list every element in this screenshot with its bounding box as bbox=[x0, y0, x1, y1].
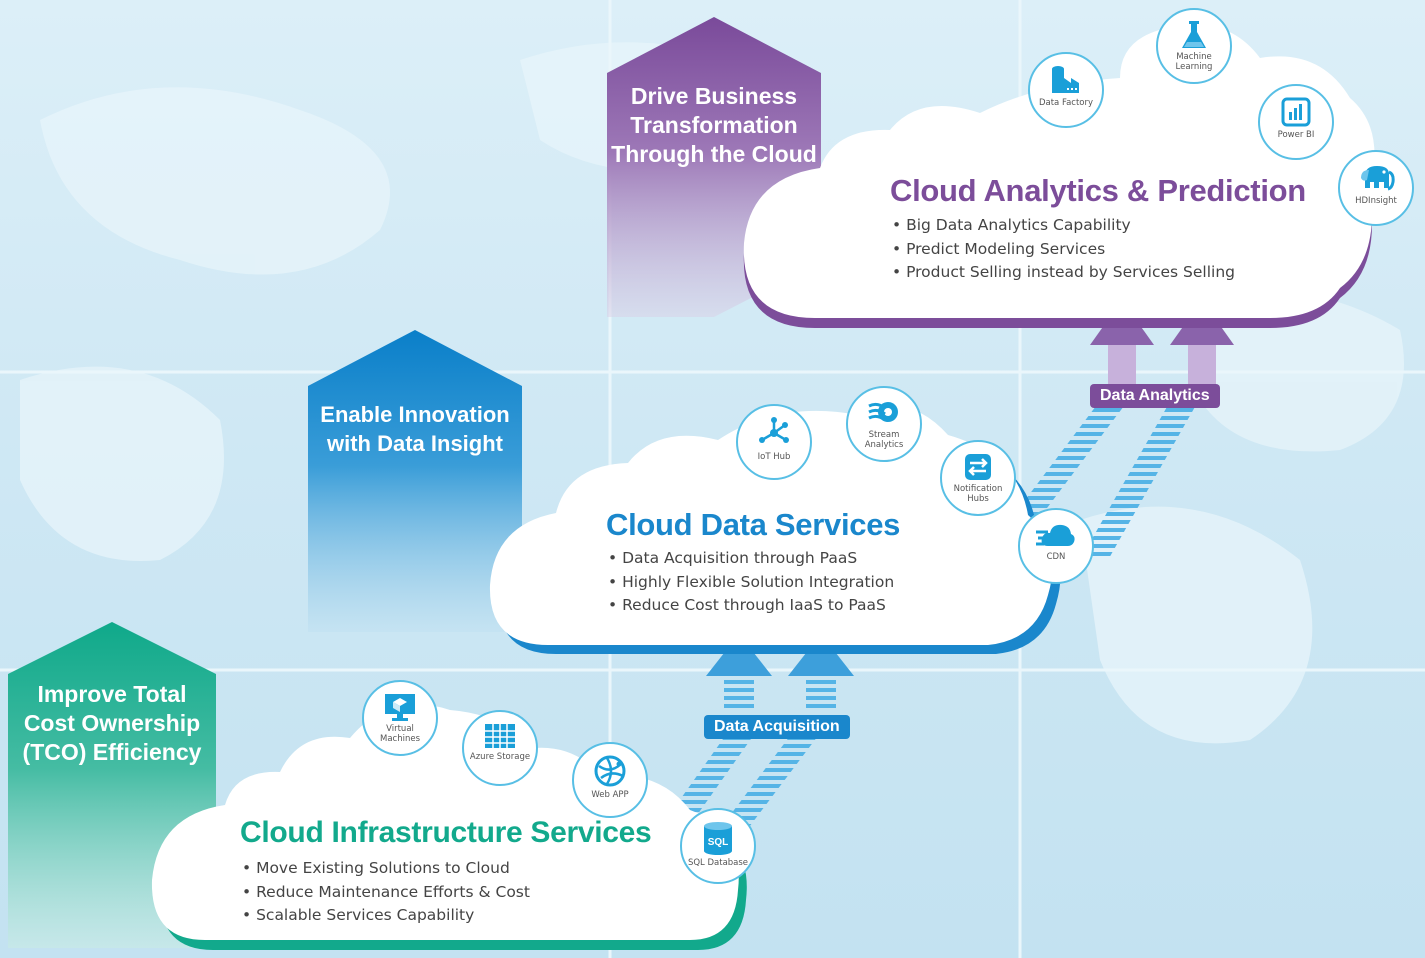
service-iot-hub[interactable]: IoT Hub bbox=[736, 404, 812, 480]
bullet-item: Reduce Maintenance Efforts & Cost bbox=[242, 881, 530, 905]
banner-innovation: Enable Innovation with Data Insight bbox=[308, 330, 522, 632]
service-azure-storage[interactable]: Azure Storage bbox=[462, 710, 538, 786]
service-sql-database[interactable]: SQL SQL Database bbox=[680, 808, 756, 884]
cdn-cloud-icon bbox=[1036, 524, 1075, 546]
notification-hubs-icon bbox=[965, 454, 991, 480]
service-label: Power BI bbox=[1277, 130, 1315, 140]
cloud-analytics-bullets: Big Data Analytics Capability Predict Mo… bbox=[892, 214, 1235, 285]
service-stream-analytics[interactable]: Stream Analytics bbox=[846, 386, 922, 462]
cloud-data: Cloud Data Services Data Acquisition thr… bbox=[488, 395, 1068, 660]
banner-tco-text: Improve Total Cost Ownership (TCO) Effic… bbox=[22, 681, 202, 765]
service-label: Data Factory bbox=[1038, 98, 1094, 108]
sql-database-icon: SQL bbox=[704, 822, 732, 855]
service-cdn[interactable]: CDN bbox=[1018, 508, 1094, 584]
cloud-infrastructure-title: Cloud Infrastructure Services bbox=[240, 816, 652, 849]
service-power-bi[interactable]: Power BI bbox=[1258, 84, 1334, 160]
stream-analytics-gear-icon bbox=[868, 402, 898, 422]
cloud-infrastructure: Cloud Infrastructure Services Move Exist… bbox=[150, 690, 750, 952]
virtual-machine-icon bbox=[385, 694, 415, 721]
data-acquisition-tag: Data Acquisition bbox=[704, 715, 850, 739]
bullet-item: Reduce Cost through IaaS to PaaS bbox=[608, 594, 894, 618]
storage-table-icon bbox=[485, 724, 515, 748]
iot-hub-icon bbox=[759, 417, 789, 443]
service-data-factory[interactable]: Data Factory bbox=[1028, 52, 1104, 128]
bullet-item: Data Acquisition through PaaS bbox=[608, 547, 894, 571]
data-factory-icon bbox=[1052, 66, 1079, 93]
service-web-app[interactable]: Web APP bbox=[572, 742, 648, 818]
cloud-analytics: Cloud Analytics & Prediction Big Data An… bbox=[740, 18, 1380, 330]
bullet-item: Move Existing Solutions to Cloud bbox=[242, 857, 530, 881]
banner-innovation-shape bbox=[308, 330, 522, 632]
service-label: Virtual Machines bbox=[379, 724, 420, 744]
hdinsight-elephant-icon bbox=[1361, 166, 1395, 191]
cloud-data-title: Cloud Data Services bbox=[606, 507, 901, 542]
data-analytics-tag: Data Analytics bbox=[1090, 384, 1220, 408]
service-label: Notification Hubs bbox=[953, 484, 1003, 504]
service-label: Machine Learning bbox=[1175, 52, 1213, 72]
cloud-data-bullets: Data Acquisition through PaaS Highly Fle… bbox=[608, 547, 894, 618]
service-label: CDN bbox=[1046, 552, 1066, 562]
bullet-item: Highly Flexible Solution Integration bbox=[608, 571, 894, 595]
bullet-item: Scalable Services Capability bbox=[242, 904, 530, 928]
service-label: HDInsight bbox=[1355, 196, 1397, 206]
web-app-globe-icon bbox=[594, 755, 626, 787]
banner-transformation-text: Drive Business Transformation Through th… bbox=[611, 83, 817, 167]
power-bi-chart-icon bbox=[1281, 97, 1311, 127]
cloud-infrastructure-bullets: Move Existing Solutions to Cloud Reduce … bbox=[242, 857, 530, 928]
service-virtual-machines[interactable]: Virtual Machines bbox=[362, 680, 438, 756]
service-machine-learning[interactable]: Machine Learning bbox=[1156, 8, 1232, 84]
service-label: SQL Database bbox=[687, 858, 749, 868]
up-arrow-1 bbox=[706, 634, 772, 712]
bullet-item: Product Selling instead by Services Sell… bbox=[892, 261, 1235, 285]
bullet-item: Big Data Analytics Capability bbox=[892, 214, 1235, 238]
service-label: Azure Storage bbox=[469, 752, 531, 762]
bullet-item: Predict Modeling Services bbox=[892, 238, 1235, 262]
banner-innovation-text: Enable Innovation with Data Insight bbox=[320, 402, 510, 456]
sql-icon-text: SQL bbox=[708, 837, 729, 848]
stripe-path-4 bbox=[1080, 398, 1200, 560]
service-notification-hubs[interactable]: Notification Hubs bbox=[940, 440, 1016, 516]
stripe-path-3 bbox=[1010, 398, 1130, 520]
cloud-analytics-title: Cloud Analytics & Prediction bbox=[890, 173, 1306, 208]
up-arrow-2 bbox=[788, 634, 854, 712]
service-hdinsight[interactable]: HDInsight bbox=[1338, 150, 1414, 226]
service-label: IoT Hub bbox=[757, 452, 791, 462]
machine-learning-flask-icon bbox=[1182, 21, 1206, 48]
service-label: Stream Analytics bbox=[864, 430, 904, 450]
service-label: Web APP bbox=[591, 790, 629, 800]
